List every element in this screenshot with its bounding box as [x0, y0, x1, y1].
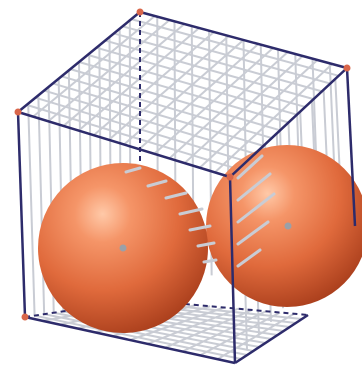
vertex-top-left [14, 108, 22, 116]
hatch-line [35, 96, 248, 163]
right-sphere-center [284, 222, 292, 230]
sphere-centers [119, 222, 292, 252]
vertex-bottom-left [21, 313, 29, 321]
hatch-line [27, 103, 36, 316]
hatch-line [96, 46, 306, 108]
hatch-line [78, 61, 289, 124]
hatch-line [61, 75, 273, 140]
front-left-vertical-edge [16, 111, 27, 318]
left-sphere-center [119, 244, 127, 252]
hatch-line [131, 18, 339, 77]
right-sphere [206, 145, 362, 307]
vertex-top-back [136, 8, 144, 16]
vertex-markers [14, 8, 351, 321]
vertex-top-front [226, 173, 234, 181]
hatch-line [43, 89, 256, 155]
bottom-right-edge [234, 313, 309, 365]
hatching-over-spheres [124, 154, 276, 268]
hatch-line [43, 313, 248, 356]
front-right-vertical-edge [228, 176, 237, 364]
hatch-line [113, 32, 323, 93]
bottom-front-edge [24, 315, 236, 365]
spheres [38, 145, 362, 333]
back-right-vertical-edge [345, 67, 357, 227]
hatch-line [26, 103, 239, 171]
hatch-line [37, 95, 46, 315]
vertex-top-right [343, 64, 351, 72]
hatch-line [34, 314, 242, 360]
